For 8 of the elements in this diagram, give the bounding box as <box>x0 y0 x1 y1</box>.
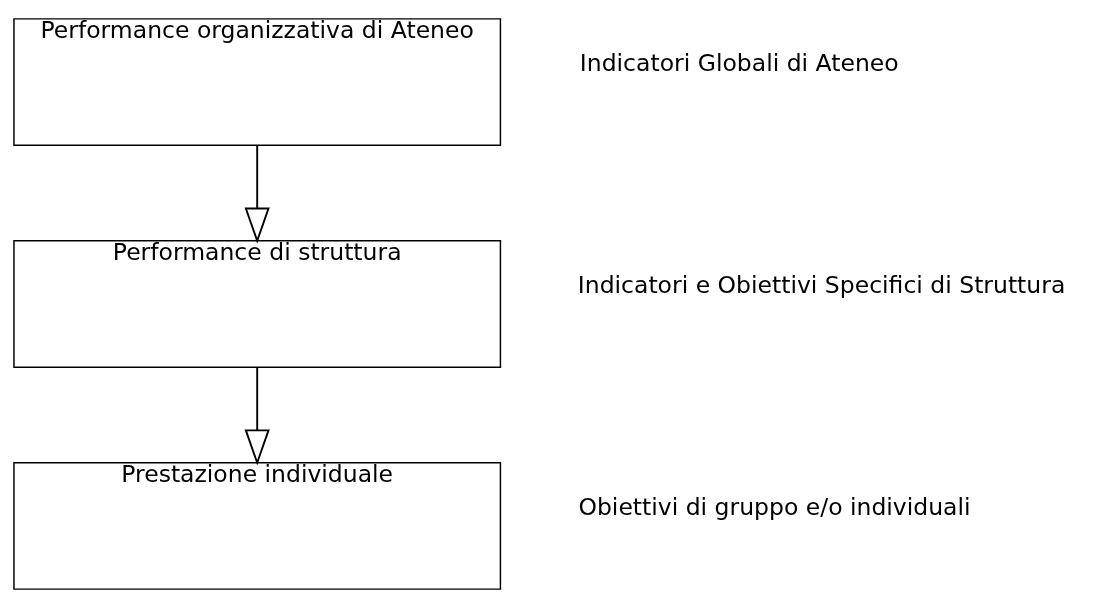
arrow <box>244 365 270 466</box>
label: Indicatori e Obiettivi Specifici di Struttura <box>577 270 1066 299</box>
node-box: Performance di struttura <box>13 239 502 368</box>
label: Obiettivi di gruppo e/o individuali <box>578 492 971 521</box>
node-box: Performance organizzativa di Ateneo <box>13 17 502 146</box>
label: Indicatori Globali di Ateneo <box>579 48 899 77</box>
arrow <box>244 143 270 244</box>
node-box: Prestazione individuale <box>13 461 502 590</box>
